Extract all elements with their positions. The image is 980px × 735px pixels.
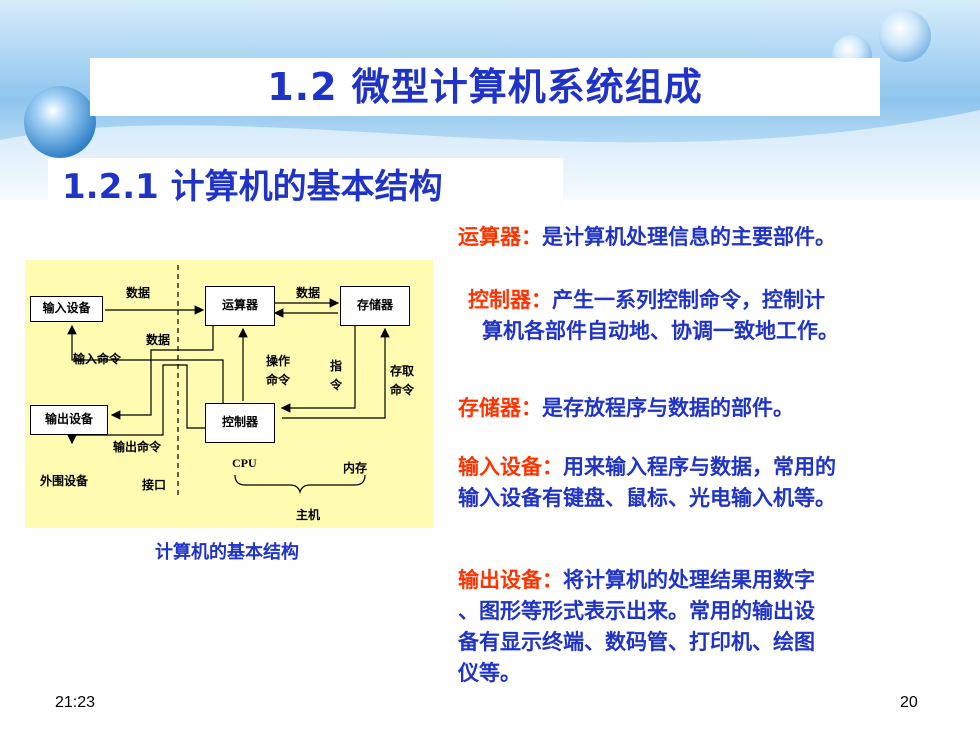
label-op-command-1: 操作 [266,354,291,368]
arrow-alu-to-output [110,323,214,420]
label-peripheral: 外围设备 [40,474,89,488]
term-alu: 运算器： [458,225,542,249]
slide-time: 21:23 [55,694,96,711]
desc-output-text-2: 、图形等形式表示出来。常用的输出设 [458,599,815,623]
term-input: 输入设备： [458,455,563,479]
desc-alu: 运算器：是计算机处理信息的主要部件。 [458,222,958,253]
desc-controller-text: 产生一系列控制命令，控制计 [552,288,825,312]
label-instruction-2: 令 [330,378,343,392]
desc-input-text-2: 输入设备有键盘、鼠标、光电输入机等。 [458,486,836,510]
label-data-2: 数据 [296,286,321,300]
desc-output-text-4: 仪等。 [458,661,521,685]
desc-output-text: 将计算机的处理结果用数字 [563,568,815,592]
arrow-input-command [67,324,224,418]
controller-box: 控制器 [205,403,275,443]
input-device-box: 输入设备 [30,296,103,322]
diagram-caption: 计算机的基本结构 [155,542,299,563]
label-op-command-2: 命令 [266,373,291,387]
desc-alu-text: 是计算机处理信息的主要部件。 [542,225,836,249]
slide-subtitle: 1.2.1 计算机的基本结构 [62,167,443,207]
desc-input-text: 用来输入程序与数据，常用的 [563,455,836,479]
desc-controller: 控制器：产生一系列控制命令，控制计 算机各部件自动地、协调一致地工作。 [468,285,968,347]
desc-output: 输出设备：将计算机的处理结果用数字 、图形等形式表示出来。常用的输出设 备有显示… [458,565,958,689]
desc-memory-text: 是存放程序与数据的部件。 [542,396,794,420]
page-number: 20 [900,694,918,711]
memory-box: 存储器 [340,286,410,326]
decor-sphere-medium [879,10,931,62]
title-banner: 1.2 微型计算机系统组成 [90,58,880,116]
subtitle-banner: 1.2.1 计算机的基本结构 [48,158,563,216]
computer-structure-diagram [67,265,390,495]
label-data-3: 数据 [146,333,171,347]
arrow-instruction [280,323,356,413]
term-memory: 存储器： [458,396,542,420]
label-ram: 内存 [343,461,368,475]
arrow-access-command [282,327,390,419]
label-host: 主机 [296,508,321,522]
label-input-command: 输入命令 [73,352,122,366]
host-brace [234,474,366,495]
label-interface: 接口 [142,478,167,492]
alu-box: 运算器 [205,286,275,326]
decor-sphere-large [24,86,96,158]
term-controller: 控制器： [468,288,552,312]
desc-input: 输入设备：用来输入程序与数据，常用的 输入设备有键盘、鼠标、光电输入机等。 [458,452,958,514]
desc-output-text-3: 备有显示终端、数码管、打印机、绘图 [458,630,815,654]
label-instruction-1: 指 [330,359,343,373]
label-access-1: 存取 [390,364,415,378]
label-data-1: 数据 [126,286,151,300]
desc-controller-text-2: 算机各部件自动地、协调一致地工作。 [482,319,839,343]
label-access-2: 命令 [390,383,415,397]
output-device-box: 输出设备 [30,405,108,435]
term-output: 输出设备： [458,568,563,592]
label-output-command: 输出命令 [113,440,162,454]
desc-memory: 存储器：是存放程序与数据的部件。 [458,393,958,424]
slide-title: 1.2 微型计算机系统组成 [267,65,703,109]
label-cpu: CPU [232,456,257,470]
